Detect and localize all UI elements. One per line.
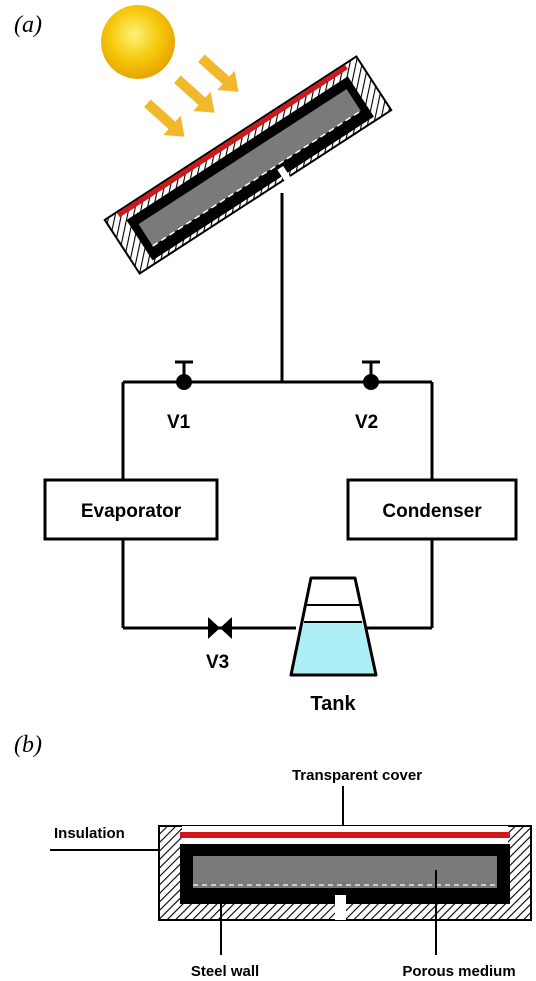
sun-ray-arrow-icon [144,99,185,137]
steel-wall-label: Steel wall [191,963,259,980]
sun-ray-arrow-icon [174,75,215,113]
valve-icon [363,374,379,390]
outlet-gap [335,895,346,920]
panel-b-label: (b) [14,732,42,758]
valve-v1 [175,360,193,390]
porous-medium-layer [193,856,497,888]
valve-icon [176,374,192,390]
collector-cross-section [158,825,532,921]
needle-valve-icon [208,617,232,639]
evaporator-box [43,478,219,541]
condenser-box [346,478,518,541]
solar-collector [103,55,393,275]
collector-porous-medium [138,89,361,246]
tank-label: Tank [310,693,356,715]
sun-ray-arrow-icon [198,54,239,92]
valve-v2-label: V2 [355,412,378,433]
panel-a-label: (a) [14,12,42,38]
sun-icon [101,5,175,79]
valve-v3-label: V3 [206,652,229,673]
sun-rays [144,54,239,137]
tank-icon [289,576,378,677]
valve-v1-label: V1 [167,412,191,433]
insulation-label: Insulation [54,825,125,842]
porous-medium-label: Porous medium [402,963,515,980]
condenser-label: Condenser [382,501,482,522]
transparent-cover-layer [180,832,510,838]
collector-transparent-cover [117,64,348,218]
evaporator-label: Evaporator [81,501,182,522]
collector-outlet-gap [277,165,291,182]
valve-v2 [362,360,380,390]
transparent-cover-label: Transparent cover [292,767,422,784]
